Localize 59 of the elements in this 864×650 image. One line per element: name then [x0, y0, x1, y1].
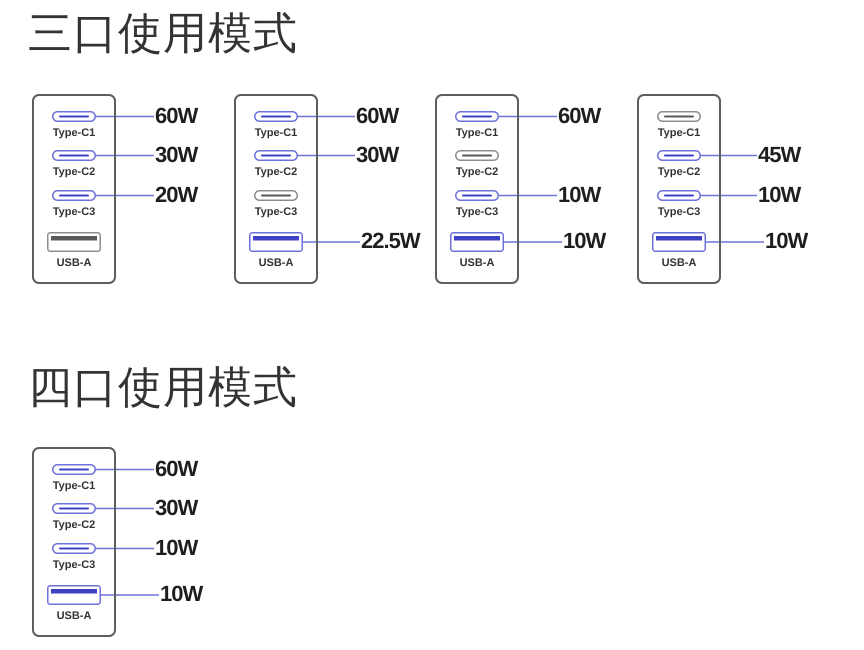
connector-line	[96, 154, 154, 156]
wattage-label: 30W	[155, 494, 198, 522]
wattage-label: 60W	[155, 102, 198, 130]
port-label: Type-C1	[456, 127, 498, 140]
charger-panel	[32, 94, 116, 284]
connector-line	[499, 116, 557, 118]
connector-line	[96, 468, 154, 470]
connector-line	[701, 154, 757, 156]
connector-line	[96, 194, 154, 196]
wattage-label: 45W	[758, 140, 800, 168]
port-label: Type-C1	[658, 127, 700, 140]
port-label: USB-A	[460, 257, 494, 270]
port-label: Type-C1	[52, 480, 96, 493]
connector-line	[504, 241, 562, 243]
port-label: Type-C2	[658, 166, 700, 179]
port-label: Type-C3	[254, 206, 298, 219]
port-label: Type-C3	[52, 206, 96, 219]
connector-line	[706, 241, 764, 243]
connector-line	[96, 508, 154, 510]
wattage-label: 10W	[765, 227, 808, 255]
charger-panel	[637, 94, 721, 284]
connector-line	[101, 594, 159, 596]
charger-panel	[435, 94, 519, 284]
section-heading: 三口使用模式	[28, 8, 298, 60]
port-label: USB-A	[662, 257, 696, 270]
wattage-label: 10W	[160, 580, 202, 608]
port-label: Type-C1	[254, 127, 298, 140]
port-label: Type-C2	[52, 166, 96, 179]
port-label: Type-C1	[52, 127, 96, 140]
wattage-label: 20W	[155, 180, 198, 208]
wattage-label: 10W	[563, 227, 606, 255]
port-label: Type-C2	[254, 166, 298, 179]
wattage-label: 10W	[758, 180, 800, 208]
connector-line	[701, 194, 757, 196]
connector-line	[499, 194, 557, 196]
connector-line	[298, 116, 355, 118]
port-label: USB-A	[56, 257, 92, 270]
connector-line	[96, 548, 154, 550]
wattage-label: 22.5W	[361, 227, 420, 255]
port-label: Type-C2	[456, 166, 498, 179]
wattage-label: 60W	[356, 102, 398, 130]
port-label: Type-C3	[658, 206, 700, 219]
port-label: Type-C3	[52, 559, 96, 572]
connector-line	[303, 241, 360, 243]
connector-line	[96, 116, 154, 118]
charger-panel	[32, 447, 116, 637]
charger-panel	[234, 94, 318, 284]
connector-line	[298, 154, 355, 156]
wattage-label: 60W	[155, 454, 198, 482]
section-heading: 四口使用模式	[28, 362, 298, 414]
port-label: USB-A	[56, 610, 92, 623]
port-label: USB-A	[258, 257, 294, 270]
wattage-label: 10W	[558, 180, 600, 208]
wattage-label: 30W	[356, 140, 398, 168]
port-label: Type-C2	[52, 519, 96, 532]
wattage-label: 60W	[558, 102, 600, 130]
wattage-label: 30W	[155, 140, 198, 168]
port-label: Type-C3	[456, 206, 498, 219]
wattage-label: 10W	[155, 534, 198, 562]
